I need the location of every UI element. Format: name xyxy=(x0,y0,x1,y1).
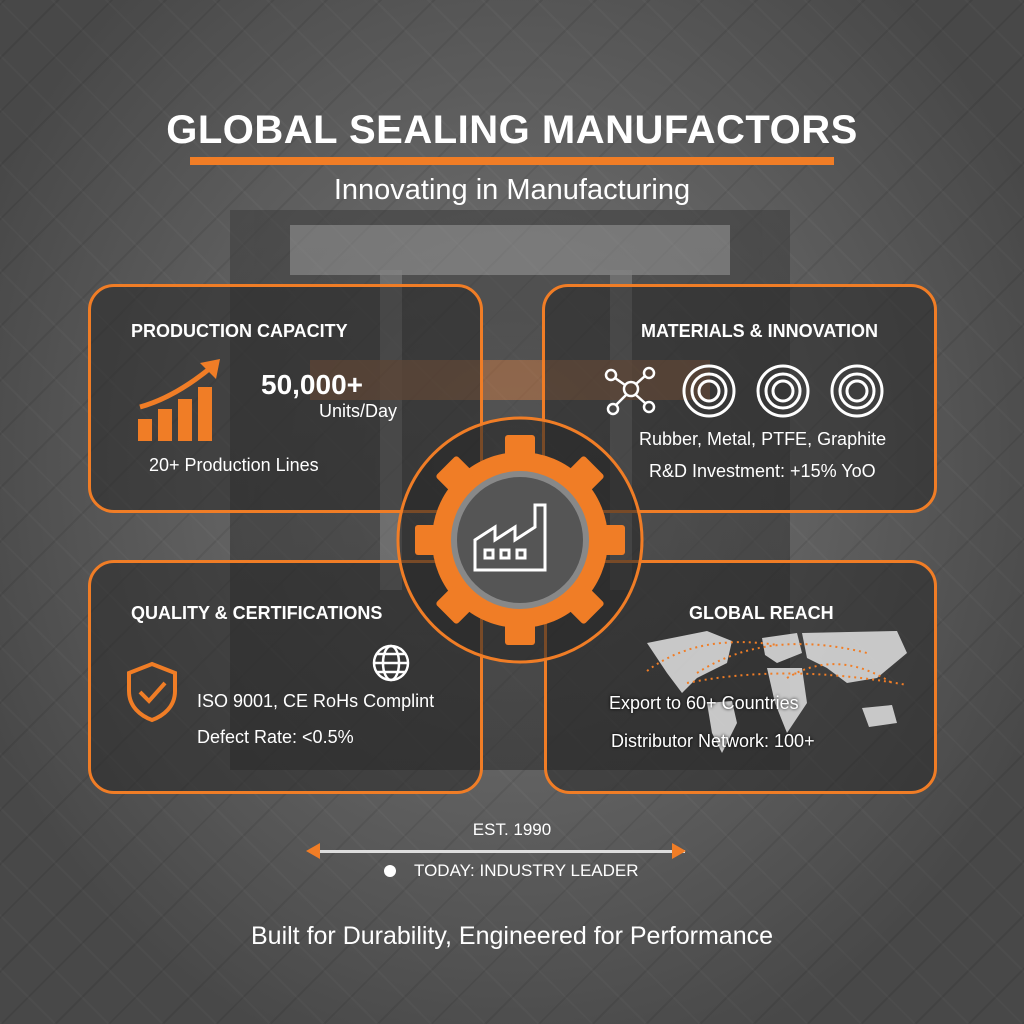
production-lines: 20+ Production Lines xyxy=(149,455,319,475)
global-reach-panel: GLOBAL REACH Export to 60+ Countries Dis… xyxy=(544,560,937,794)
established-year: EST. 1990 xyxy=(472,820,552,839)
capacity-value: 50,000+ xyxy=(261,369,363,400)
footer-tagline: Built for Durability, Engineered for Per… xyxy=(251,922,773,950)
seal-ring-icon xyxy=(756,364,810,418)
arrow-right-icon xyxy=(672,843,686,859)
certifications: ISO 9001, CE RoHs Complint xyxy=(197,691,435,711)
production-capacity-panel: PRODUCTION CAPACITY 50,000+ Units/Day 20… xyxy=(88,284,483,513)
seal-ring-icon xyxy=(830,364,884,418)
globe-icon xyxy=(372,644,410,682)
molecule-icon xyxy=(604,366,656,416)
panel-heading: GLOBAL REACH xyxy=(689,603,834,623)
panel-heading: PRODUCTION CAPACITY xyxy=(131,321,348,341)
arrow-left-icon xyxy=(306,843,320,859)
timeline-dot xyxy=(384,865,396,877)
page-subtitle: Innovating in Manufacturing xyxy=(333,174,691,206)
bar-chart-growth-icon xyxy=(138,359,220,441)
page-title: GLOBAL SEALING MANUFACTORS xyxy=(166,108,858,152)
panel-heading: MATERIALS & INNOVATION xyxy=(641,321,878,341)
distributor-network: Distributor Network: 100+ xyxy=(611,731,815,751)
seal-ring-icon xyxy=(682,364,736,418)
title-underline xyxy=(190,157,834,165)
defect-rate: Defect Rate: <0.5% xyxy=(197,727,354,747)
export-countries: Export to 60+ Countries xyxy=(609,693,799,713)
materials-list: Rubber, Metal, PTFE, Graphite xyxy=(639,429,887,449)
today-label: TODAY: INDUSTRY LEADER xyxy=(414,861,639,880)
capacity-unit: Units/Day xyxy=(319,401,398,421)
world-map-icon xyxy=(646,631,908,753)
panel-heading: QUALITY & CERTIFICATIONS xyxy=(131,603,383,623)
timeline-line xyxy=(310,850,685,853)
rnd-investment: R&D Investment: +15% YoO xyxy=(649,461,876,481)
shield-check-icon xyxy=(127,661,177,723)
factory-gear-icon xyxy=(396,416,644,664)
